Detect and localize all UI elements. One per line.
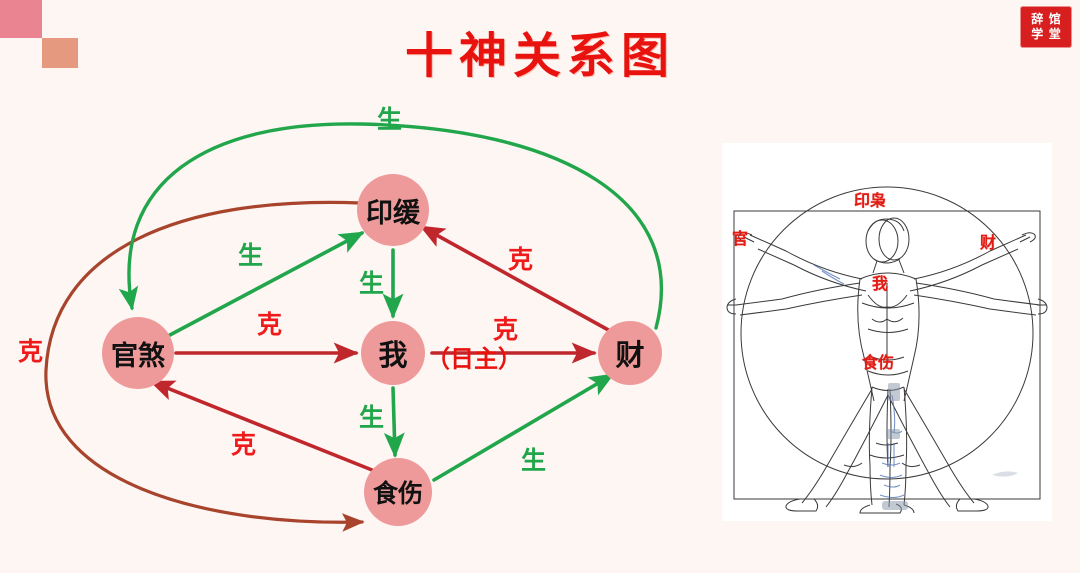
- seal-char-4: 堂: [1048, 26, 1061, 41]
- node-label-guansha[interactable]: 官煞: [111, 340, 165, 372]
- edge-yinshou-to-shishang-ke: [44, 200, 365, 532]
- node-guansha-circle[interactable]: [102, 317, 174, 389]
- edge-label-ke-upper: 克: [257, 310, 283, 339]
- anat-label-guan: 官: [732, 229, 749, 248]
- anat-label-wo: 我: [872, 274, 889, 293]
- vitruvian-man-panel: 印枭 官 财 我 食伤: [722, 143, 1052, 521]
- node-label-yinshou[interactable]: 印缓: [366, 197, 420, 229]
- seal-char-3: 学: [1031, 26, 1044, 41]
- edge-label-ke-lower: 克: [231, 430, 257, 459]
- vitruvian-square: [733, 210, 1041, 500]
- edge-cai-to-guansha-sheng: [118, 122, 663, 330]
- corner-decoration-square-a: [0, 0, 42, 38]
- edge-shishang-to-guansha-ke: [149, 380, 374, 472]
- edge-label-sheng-top: 生: [377, 105, 403, 134]
- vitruvian-man-illustration: [722, 143, 1052, 521]
- edge-label-ke-center: 克: [493, 315, 519, 344]
- edge-label-ke-far-left: 克: [18, 337, 44, 366]
- edge-wo-to-shishang-sheng: [383, 386, 405, 458]
- node-label-wo[interactable]: 我: [378, 338, 408, 372]
- anat-label-shishang: 食伤: [862, 353, 895, 372]
- edge-label-sheng-upper-left: 生: [238, 241, 264, 270]
- corner-decoration-square-b: [42, 38, 78, 68]
- node-cai-circle[interactable]: [598, 321, 662, 385]
- vitruvian-circle: [740, 186, 1034, 480]
- node-shishang-circle[interactable]: [364, 458, 432, 526]
- seal-char-2: 馆: [1048, 12, 1061, 26]
- node-label-cai[interactable]: 财: [615, 338, 645, 372]
- anat-label-yinxiao: 印枭: [854, 191, 887, 210]
- edge-label-ke-right: 克: [508, 245, 534, 274]
- node-label-shishang[interactable]: 食伤: [372, 479, 423, 508]
- edge-cai-to-yinshou-ke: [419, 225, 614, 334]
- ten-gods-relation-graph: [44, 122, 663, 532]
- node-yinshou-circle[interactable]: [357, 174, 429, 246]
- edge-guansha-to-yinshou-sheng: [166, 231, 365, 338]
- node-wo-circle[interactable]: [361, 321, 425, 385]
- seal-logo-characters: 辞 馆 学 堂: [1029, 13, 1063, 41]
- edge-label-sheng-lower: 生: [359, 403, 385, 432]
- center-node-annotation: （日主）: [426, 345, 522, 373]
- edge-shishang-to-cai-sheng: [432, 373, 615, 482]
- seal-logo: 辞 馆 学 堂: [1020, 6, 1072, 48]
- anat-label-cai: 财: [980, 233, 997, 252]
- page-title: 十神关系图: [404, 28, 675, 84]
- edge-label-sheng-lower-right: 生: [521, 446, 547, 475]
- seal-char-1: 辞: [1031, 12, 1044, 26]
- edge-label-sheng-middle: 生: [359, 269, 385, 298]
